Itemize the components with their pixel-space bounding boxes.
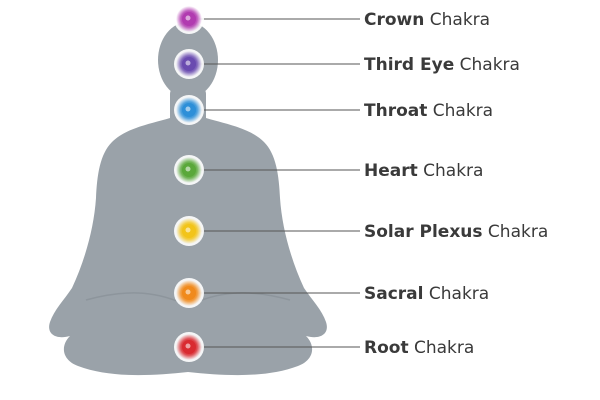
chakra-label-sacral: Sacral Chakra [364,284,489,304]
yellow-dot-icon [174,216,204,246]
chakra-label-throat: Throat Chakra [364,101,493,121]
chakra-name: Sacral [364,284,423,304]
indigo-dot-icon [174,49,204,79]
blue-dot-icon [174,95,204,125]
green-dot-icon [174,155,204,185]
chakra-suffix: Chakra [418,161,484,181]
chakra-suffix: Chakra [423,284,489,304]
chakra-suffix: Chakra [427,101,493,121]
chakra-points [174,4,204,362]
chakra-label-solar-plexus: Solar Plexus Chakra [364,222,548,242]
orange-dot-icon [174,278,204,308]
purple-dot-icon [174,4,204,34]
chakra-name: Third Eye [364,55,454,75]
chakra-name: Solar Plexus [364,222,483,242]
meditating-figure-silhouette [49,22,327,376]
chakra-label-heart: Heart Chakra [364,161,483,181]
chakra-suffix: Chakra [424,10,490,30]
chakra-suffix: Chakra [483,222,549,242]
chakra-name: Crown [364,10,424,30]
chakra-suffix: Chakra [454,55,520,75]
leader-lines [199,18,360,348]
chakra-label-root: Root Chakra [364,338,474,358]
figure-body [49,118,327,376]
chakra-label-crown: Crown Chakra [364,10,490,30]
red-dot-icon [174,332,204,362]
chakra-name: Root [364,338,409,358]
chakra-name: Heart [364,161,418,181]
chakra-suffix: Chakra [409,338,475,358]
chakra-name: Throat [364,101,427,121]
chakra-label-third-eye: Third Eye Chakra [364,55,520,75]
